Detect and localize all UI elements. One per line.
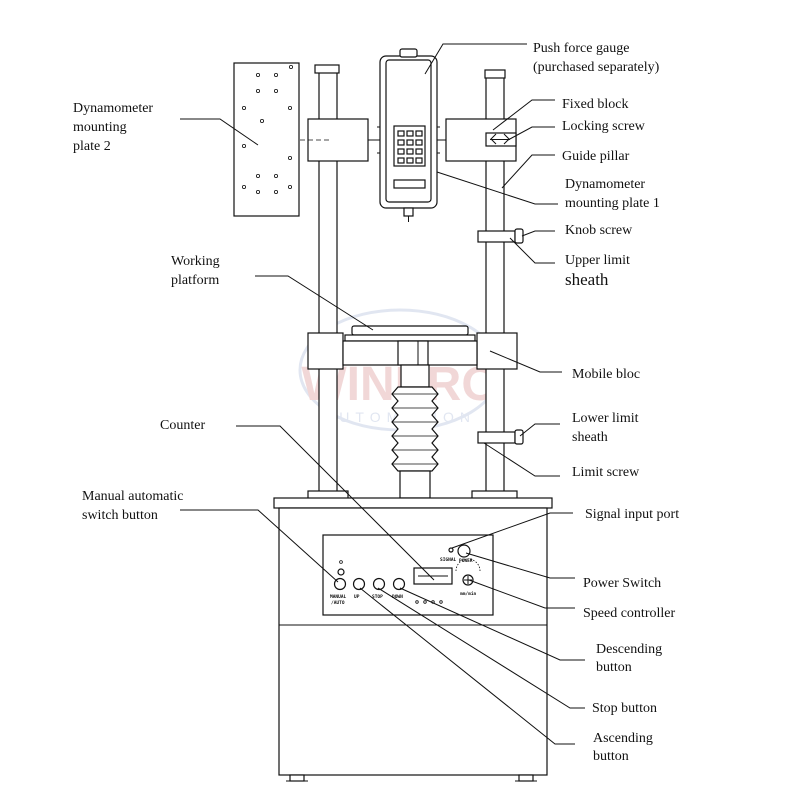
leader-stop: [377, 587, 585, 709]
indicator-light: [337, 568, 345, 576]
label-dyn-plate-1-line1: Dynamometer: [565, 177, 645, 192]
label-manual-auto-line2: switch button: [82, 508, 158, 523]
leader-counter: [236, 425, 435, 581]
leader-knob-screw: [521, 230, 555, 237]
upper-limit-sheath: [477, 228, 524, 244]
machine: MANUAL /AUTO UP STOP DOWN SIGNAL POWER: [233, 48, 553, 782]
leader-dyn-plate-1: [436, 171, 558, 205]
mobile-bloc: [307, 332, 518, 370]
leader-guide-pillar: [501, 154, 555, 189]
label-working-platform-line1: Working: [171, 254, 220, 269]
label-manual-auto-line1: Manual automatic: [82, 489, 183, 504]
label-locking-screw: Locking screw: [562, 119, 646, 134]
label-stop-button: Stop button: [592, 701, 657, 716]
panel-label-up: UP: [354, 594, 360, 600]
label-upper-limit-line1: Upper limit: [565, 253, 630, 268]
panel-label-manual: MANUAL: [330, 594, 347, 600]
leader-working-platform: [255, 275, 374, 331]
working-platform: [344, 325, 476, 342]
label-ascending-line1: Ascending: [593, 731, 653, 746]
label-limit-screw: Limit screw: [572, 465, 640, 480]
dynamometer-mounting-plate-2: [233, 62, 300, 217]
ascending-button[interactable]: [352, 577, 366, 591]
label-upper-limit-line2: sheath: [565, 270, 609, 289]
leader-signal-input: [451, 512, 573, 549]
panel-label-down: DOWN: [392, 594, 403, 600]
panel-label-speed: mm/min: [460, 591, 477, 597]
leader-upper-limit: [509, 237, 555, 264]
label-guide-pillar: Guide pillar: [562, 149, 630, 164]
locking-screw: [485, 132, 517, 147]
leader-power-switch: [465, 552, 575, 579]
control-panel: MANUAL /AUTO UP STOP DOWN SIGNAL POWER: [322, 534, 494, 616]
leader-ascending: [359, 587, 575, 745]
label-lower-limit-line2: sheath: [572, 430, 608, 445]
label-push-force-gauge-line2: (purchased separately): [533, 60, 660, 75]
label-ascending-line2: button: [593, 749, 629, 764]
label-power-switch: Power Switch: [583, 576, 661, 591]
signal-input-port[interactable]: [448, 547, 454, 553]
gauge-keypad: [397, 130, 423, 164]
label-dyn-plate-2-line2: mounting: [73, 120, 127, 135]
descending-button[interactable]: [392, 577, 406, 591]
leader-lines: [180, 43, 585, 745]
label-mobile-bloc: Mobile bloc: [572, 367, 640, 382]
panel-label-signal: SIGNAL: [440, 557, 457, 563]
label-fixed-block: Fixed block: [562, 97, 629, 112]
label-knob-screw: Knob screw: [565, 223, 633, 238]
speed-controller[interactable]: [455, 558, 481, 586]
label-lower-limit-line1: Lower limit: [572, 411, 639, 426]
push-force-gauge: [379, 48, 438, 222]
leader-fixed-block: [492, 99, 555, 131]
lower-limit-sheath: [477, 429, 524, 445]
label-counter: Counter: [160, 418, 205, 433]
label-signal-input-port: Signal input port: [585, 507, 679, 522]
stop-button[interactable]: [372, 577, 386, 591]
label-descending-line1: Descending: [596, 642, 662, 657]
leader-limit-screw: [483, 442, 560, 477]
label-dyn-plate-2-line1: Dynamometer: [73, 101, 153, 116]
label-push-force-gauge-line1: Push force gauge: [533, 41, 629, 56]
label-speed-controller: Speed controller: [583, 606, 675, 621]
leader-descending: [399, 587, 585, 661]
leader-dyn-plate-2: [180, 118, 259, 146]
label-descending-line2: button: [596, 660, 632, 675]
leader-lower-limit: [519, 423, 560, 437]
label-working-platform-line2: platform: [171, 273, 219, 288]
leader-push-force-gauge: [424, 43, 527, 75]
leader-speed-controller: [468, 579, 575, 609]
power-switch[interactable]: [457, 544, 471, 558]
panel-label-auto: /AUTO: [331, 600, 345, 606]
callout-labels: Push force gauge (purchased separately) …: [73, 41, 679, 764]
leader-locking-screw: [507, 126, 555, 141]
label-dyn-plate-1-line2: mounting plate 1: [565, 196, 660, 211]
indicator-led: [339, 560, 343, 564]
label-dyn-plate-2-line3: plate 2: [73, 139, 111, 154]
panel-label-stop: STOP: [372, 594, 383, 600]
bellows: [391, 364, 439, 499]
panel-label-power: POWER: [459, 558, 473, 564]
leader-manual-auto: [180, 509, 339, 583]
leader-mobile-bloc: [489, 350, 562, 373]
